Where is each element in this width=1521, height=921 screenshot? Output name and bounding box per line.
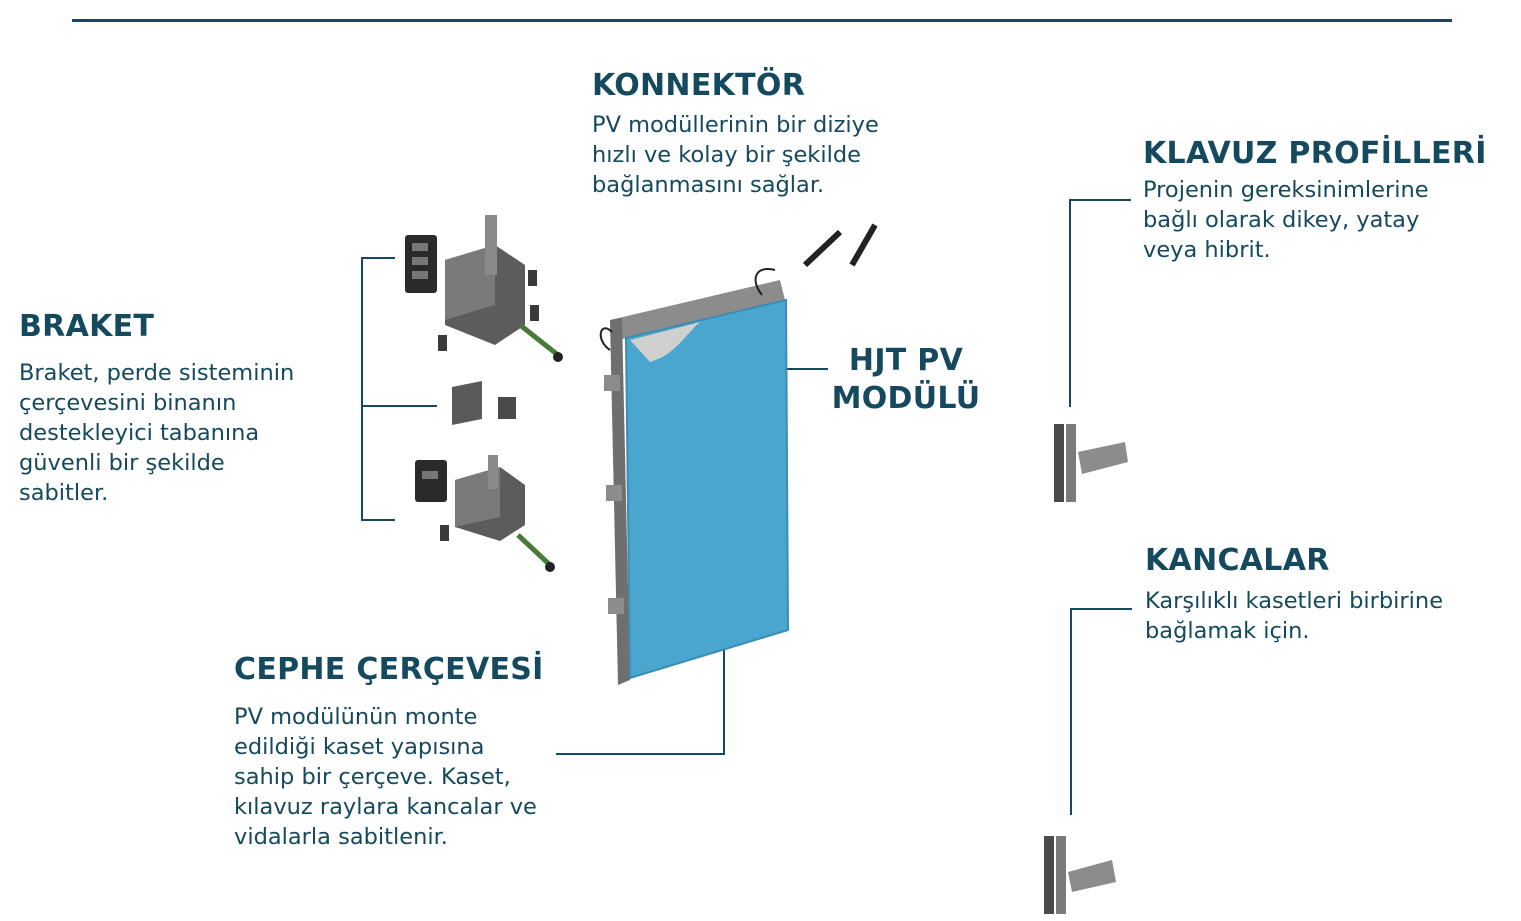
kancalar-description: Karşılıklı kasetleri birbirine bağlamak …: [1145, 586, 1443, 646]
kancalar-line-2: bağlamak için.: [1145, 618, 1310, 644]
upper-rail-piece: [485, 215, 497, 275]
left-cable-loop: [599, 327, 613, 351]
upper-plate-slot-1: [412, 243, 428, 251]
hook-illustration: [1044, 836, 1116, 914]
upper-plate-slot-2: [412, 257, 428, 265]
upper-bracket-face: [445, 245, 495, 320]
cephe-line-2: edildiği kaset yapısına: [234, 734, 485, 760]
konnektor-description: PV modüllerinin bir diziye hızlı ve kola…: [592, 110, 879, 200]
top-divider: [72, 19, 1452, 22]
lower-wall-plate: [415, 460, 447, 502]
hook-1: [604, 375, 620, 391]
hook-arm: [1068, 860, 1116, 892]
middle-connector: [452, 381, 482, 425]
pv-panel-border: [624, 298, 790, 680]
konnektor-line-2: hızlı ve kolay bir şekilde: [592, 142, 861, 168]
upper-small-part-3: [438, 335, 447, 351]
cephe-leader-horizontal: [556, 753, 725, 755]
klavuz-line-2: bağlı olarak dikey, yatay: [1143, 207, 1420, 233]
kancalar-leader-horizontal: [1070, 608, 1132, 610]
konnektor-line-1: PV modüllerinin bir diziye: [592, 112, 879, 138]
lower-rail-piece: [488, 455, 498, 489]
hook-rail-left: [1044, 836, 1054, 914]
cephe-title: CEPHE ÇERÇEVESİ: [234, 652, 544, 687]
kancalar-leader-vertical: [1070, 608, 1072, 815]
upper-bolt-nut: [553, 352, 563, 362]
klavuz-description: Projenin gereksinimlerine bağlı olarak d…: [1143, 175, 1429, 265]
panel-cutaway: [630, 322, 700, 362]
hook-3: [608, 598, 624, 614]
hjt-title-line-2: MODÜLÜ: [831, 381, 981, 416]
cephe-line-3: sahip bir çerçeve. Kaset,: [234, 764, 511, 790]
guide-profile-rail-right: [1066, 424, 1076, 502]
pv-module-illustration: [599, 223, 878, 685]
braket-title: BRAKET: [19, 309, 155, 344]
frame-left-rail: [610, 318, 630, 685]
braket-leader-middle: [361, 405, 437, 407]
hjt-title: HJT PV MODÜLÜ: [828, 342, 984, 418]
klavuz-leader-horizontal: [1069, 199, 1131, 201]
connector-1: [802, 229, 843, 268]
cephe-leader-vertical: [723, 640, 725, 755]
klavuz-title: KLAVUZ PROFİLLERİ: [1143, 136, 1487, 171]
lower-plate-slot: [422, 471, 438, 479]
upper-small-part-1: [528, 270, 537, 286]
klavuz-leader-vertical: [1069, 199, 1071, 407]
braket-leader-top: [361, 257, 395, 259]
klavuz-line-3: veya hibrit.: [1143, 237, 1271, 263]
braket-line-1: Braket, perde sisteminin: [19, 360, 295, 386]
braket-leader-bottom: [361, 519, 395, 521]
braket-line-2: çerçevesini binanın: [19, 390, 237, 416]
konnektor-title: KONNEKTÖR: [592, 68, 806, 103]
hook-2: [606, 485, 622, 501]
upper-plate-slot-3: [412, 271, 428, 279]
guide-profile-illustration: [1054, 424, 1128, 502]
braket-line-4: güvenli bir şekilde: [19, 450, 225, 476]
kancalar-line-1: Karşılıklı kasetleri birbirine: [1145, 588, 1444, 614]
guide-profile-rail-left: [1054, 424, 1064, 502]
middle-clip: [498, 397, 516, 419]
klavuz-line-1: Projenin gereksinimlerine: [1143, 177, 1429, 203]
braket-line-5: sabitler.: [19, 480, 109, 506]
kancalar-title: KANCALAR: [1145, 543, 1330, 578]
cephe-description: PV modülünün monte edildiği kaset yapısı…: [234, 702, 537, 852]
right-cable-loop: [754, 268, 776, 296]
bracket-components-illustration: [405, 215, 563, 572]
hook-rail-right: [1056, 836, 1066, 914]
cephe-line-5: vidalarla sabitlenir.: [234, 824, 448, 850]
upper-anchor-bolt: [518, 323, 560, 357]
hjt-leader: [750, 368, 828, 370]
lower-bolt-nut: [545, 562, 555, 572]
connector-2: [849, 223, 878, 267]
guide-profile-arm: [1078, 442, 1128, 474]
konnektor-line-3: bağlanmasını sağlar.: [592, 172, 825, 198]
cephe-line-1: PV modülünün monte: [234, 704, 478, 730]
frame-top-rail: [610, 280, 785, 340]
lower-anchor-bolt: [516, 533, 552, 567]
pv-panel-surface: [626, 300, 788, 678]
braket-description: Braket, perde sisteminin çerçevesini bin…: [19, 358, 294, 508]
braket-leader-vertical: [361, 257, 363, 521]
upper-small-part-2: [530, 305, 539, 321]
lower-small-part: [440, 525, 449, 541]
braket-line-3: destekleyici tabanına: [19, 420, 260, 446]
hjt-title-line-1: HJT PV: [848, 343, 964, 378]
cephe-line-4: kılavuz raylara kancalar ve: [234, 794, 537, 820]
